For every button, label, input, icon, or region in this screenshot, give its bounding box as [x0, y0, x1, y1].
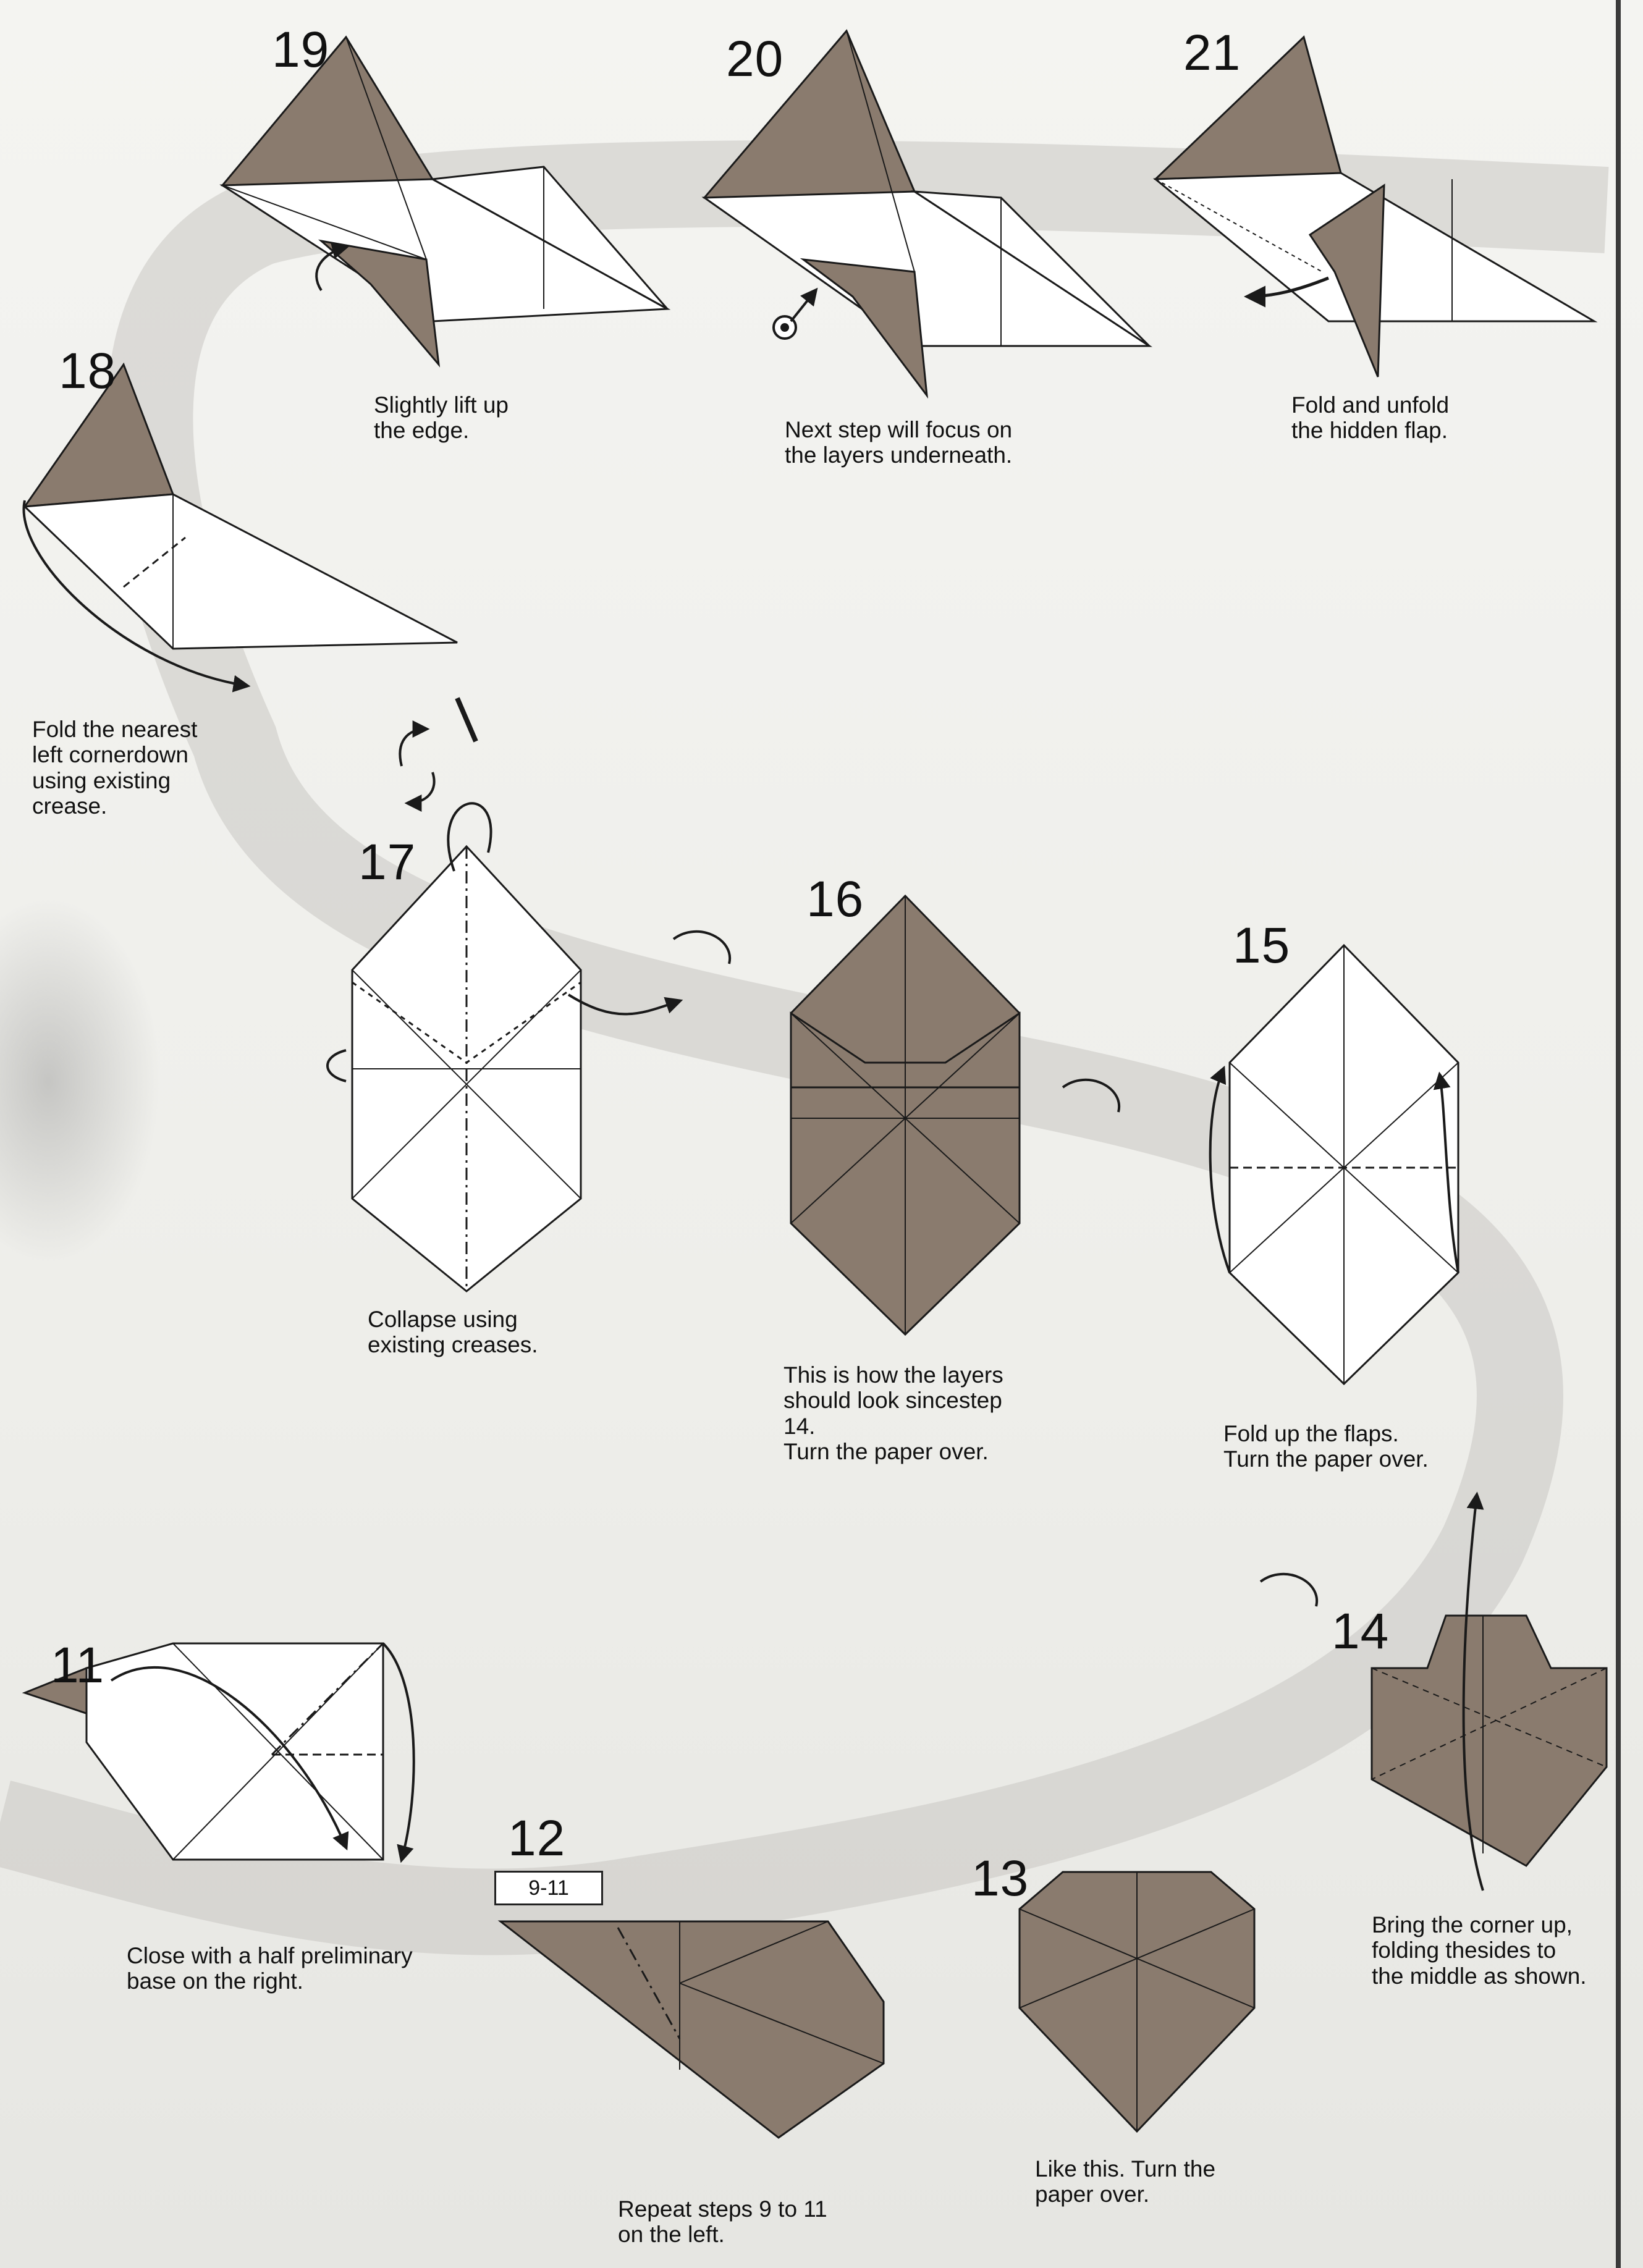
step-13-diagram	[1020, 1872, 1254, 2131]
step-number-18: 18	[59, 346, 116, 397]
step-number-19: 19	[272, 25, 329, 75]
step-number-15: 15	[1233, 921, 1290, 971]
step-17-caption: Collapse using existing creases.	[368, 1307, 538, 1358]
page-border	[1616, 0, 1621, 2268]
step-number-13: 13	[971, 1853, 1029, 1904]
step-12-diagram	[501, 1921, 884, 2138]
step-11-caption: Close with a half preliminary base on th…	[127, 1943, 413, 1994]
step-18-caption: Fold the nearest left cornerdown using e…	[32, 717, 197, 819]
step-number-17: 17	[358, 837, 416, 888]
step-15-caption: Fold up the flaps. Turn the paper over.	[1223, 1421, 1429, 1472]
step-number-11: 11	[51, 1640, 104, 1691]
step-21-caption: Fold and unfold the hidden flap.	[1291, 392, 1449, 444]
step-16-caption: This is how the layers should look since…	[783, 1362, 1003, 1465]
step-15-diagram	[1210, 945, 1458, 1384]
step-number-21: 21	[1183, 28, 1241, 78]
step-12-caption: Repeat steps 9 to 11 on the left.	[618, 2196, 827, 2248]
step-14-caption: Bring the corner up, folding thesides to…	[1372, 1912, 1587, 1989]
step-16-diagram	[791, 896, 1020, 1334]
step-19-caption: Slightly lift up the edge.	[374, 392, 509, 444]
step-number-20: 20	[726, 34, 783, 85]
step-number-12: 12	[508, 1813, 565, 1864]
step-20-caption: Next step will focus on the layers under…	[785, 417, 1012, 468]
step-number-14: 14	[1332, 1606, 1389, 1657]
step-13-caption: Like this. Turn the paper over.	[1035, 2156, 1215, 2207]
step-reference-box: 9-11	[494, 1871, 603, 1905]
step-number-16: 16	[806, 874, 864, 925]
